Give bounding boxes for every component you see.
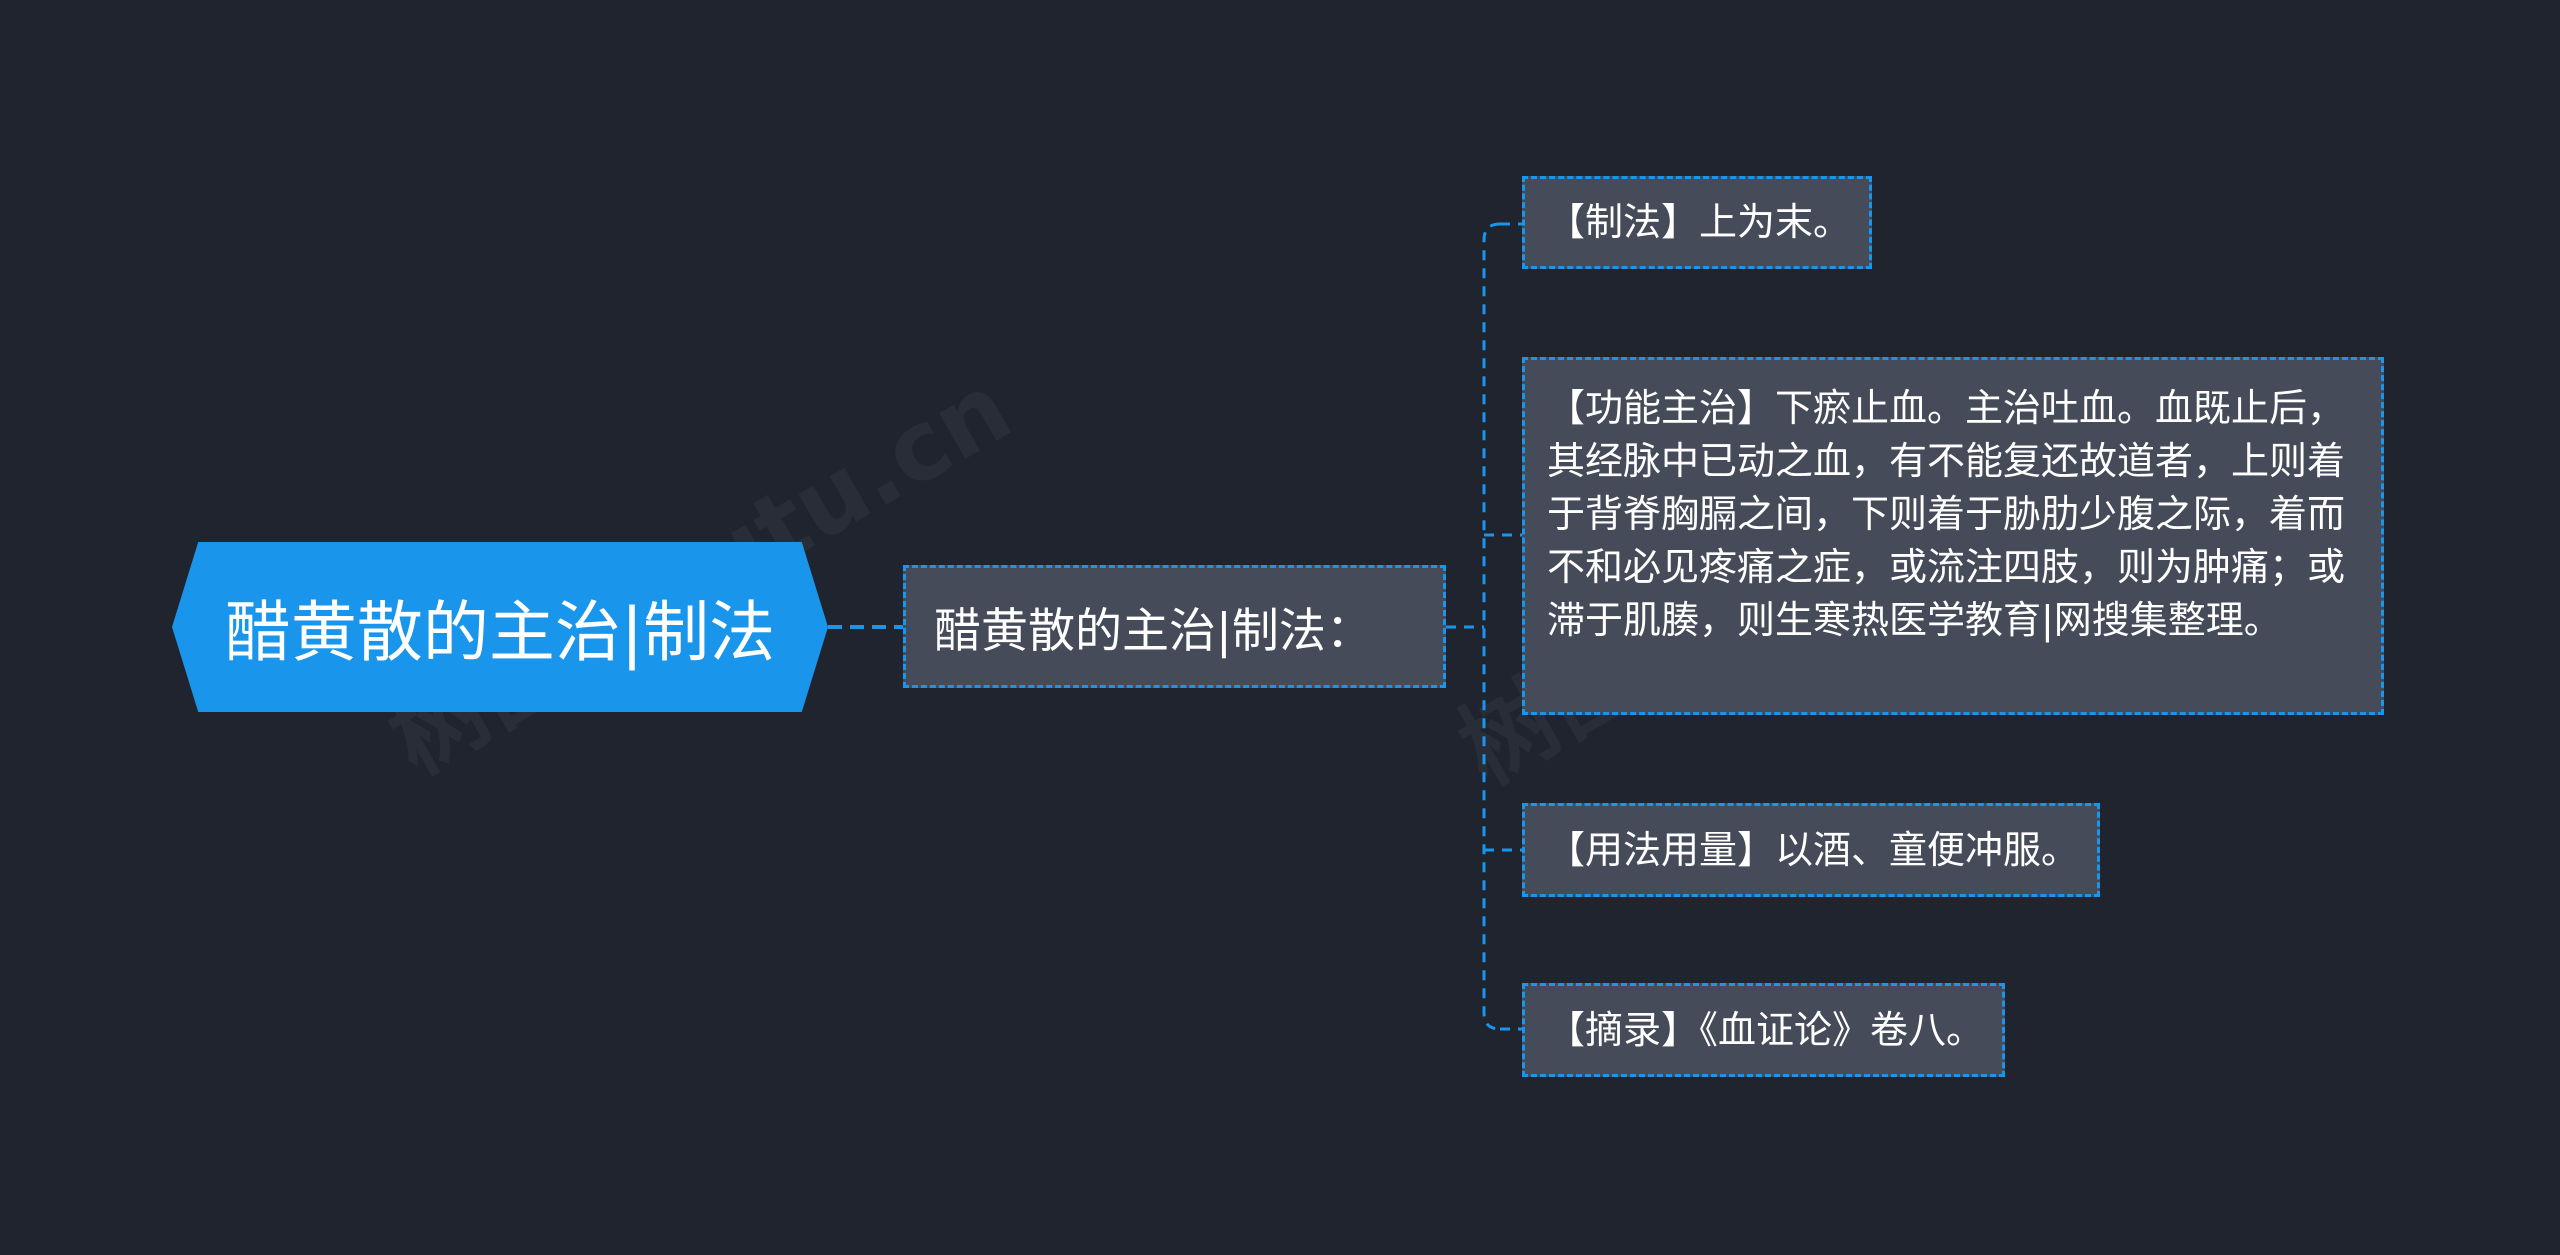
leaf-label: 【摘录】《血证论》卷八。 bbox=[1547, 1007, 1985, 1052]
leaf-topic-dosage[interactable]: 【用法用量】以酒、童便冲服。 bbox=[1522, 803, 2101, 897]
leaf-topic-source[interactable]: 【摘录】《血证论》卷八。 bbox=[1522, 983, 2006, 1077]
leaf-label: 【用法用量】以酒、童便冲服。 bbox=[1547, 827, 2080, 872]
leaf-topic-preparation[interactable]: 【制法】上为末。 bbox=[1522, 176, 1873, 269]
root-topic-label: 醋黄散的主治|制法 bbox=[224, 594, 776, 671]
leaf-label: 【制法】上为末。 bbox=[1547, 200, 1852, 244]
root-topic[interactable]: 醋黄散的主治|制法 bbox=[172, 542, 828, 712]
branch-topic-label: 醋黄散的主治|制法： bbox=[934, 604, 1373, 659]
branch-topic[interactable]: 醋黄散的主治|制法： bbox=[903, 565, 1446, 688]
leaf-topic-indications[interactable]: 【功能主治】下瘀止血。主治吐血。血既止后，其经脉中已动之血，有不能复还故道者，上… bbox=[1522, 357, 2384, 715]
connector-trunk bbox=[1482, 222, 1501, 1031]
leaf-label: 【功能主治】下瘀止血。主治吐血。血既止后，其经脉中已动之血，有不能复还故道者，上… bbox=[1547, 386, 2346, 642]
